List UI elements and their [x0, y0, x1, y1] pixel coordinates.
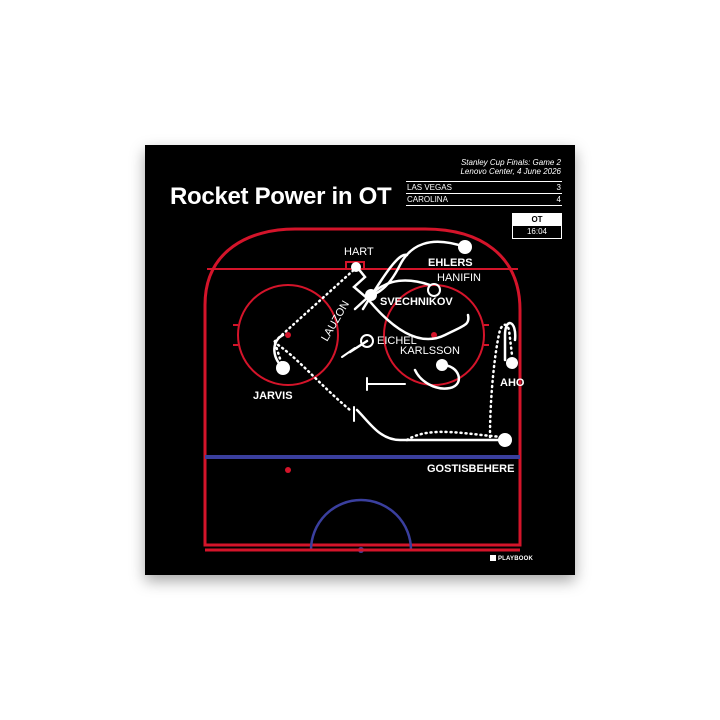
jarvis-marker	[276, 361, 290, 375]
neutral-dot	[285, 467, 291, 473]
center-circle	[309, 498, 413, 551]
goal-crease	[345, 261, 365, 269]
label-ehlers: EHLERS	[428, 257, 473, 269]
team-name: LAS VEGAS	[407, 183, 452, 192]
left-faceoff-dot	[285, 332, 291, 338]
poster: HART EHLERS HANIFIN SVECHNIKOV LAUZON EI…	[145, 145, 575, 575]
game-info: Stanley Cup Finals: Game 2 Lenovo Center…	[460, 158, 561, 176]
score-row-las-vegas: LAS VEGAS 3	[406, 181, 562, 194]
label-svechnikov: SVECHNIKOV	[380, 296, 453, 308]
clock-time: 16:04	[513, 226, 561, 238]
hart-marker	[351, 262, 361, 272]
label-hanifin: HANIFIN	[437, 272, 481, 284]
eichel-marker	[360, 334, 374, 348]
label-hart: HART	[344, 246, 374, 258]
svechnikov-marker	[365, 289, 377, 301]
right-faceoff-dot	[431, 332, 437, 338]
rink-boards	[203, 227, 522, 547]
label-karlsson: KARLSSON	[400, 345, 460, 357]
team-score: 4	[556, 195, 561, 204]
score-table: LAS VEGAS 3 CAROLINA 4	[406, 181, 562, 206]
clock-period: OT	[531, 215, 543, 224]
label-eichel: EICHEL	[377, 335, 417, 347]
brand-name: PLAYBOOK	[497, 556, 533, 562]
game-venue-date: Lenovo Center, 4 June 2026	[460, 167, 561, 176]
rink-diagram: HART EHLERS HANIFIN SVECHNIKOV LAUZON EI…	[203, 227, 525, 553]
aho-marker	[506, 357, 518, 369]
left-faceoff-circle	[237, 284, 339, 386]
team-score: 3	[556, 183, 561, 192]
label-lauzon: LAUZON	[319, 299, 352, 344]
playbook-icon	[489, 555, 496, 561]
poster-title: Rocket Power in OT	[170, 183, 392, 210]
hanifin-marker	[427, 283, 441, 297]
label-jarvis: JARVIS	[253, 390, 293, 402]
karlsson-marker	[436, 359, 448, 371]
game-series: Stanley Cup Finals: Game 2	[460, 158, 561, 167]
score-row-carolina: CAROLINA 4	[406, 194, 562, 206]
label-gostisbehere: GOSTISBEHERE	[427, 463, 514, 475]
brand-logo: PLAYBOOK	[489, 555, 533, 562]
label-aho: AHO	[500, 377, 525, 389]
ehlers-marker	[458, 240, 472, 254]
game-clock: OT 16:04	[512, 213, 562, 239]
team-name: CAROLINA	[407, 195, 448, 204]
gostisbehere-marker	[498, 433, 512, 447]
